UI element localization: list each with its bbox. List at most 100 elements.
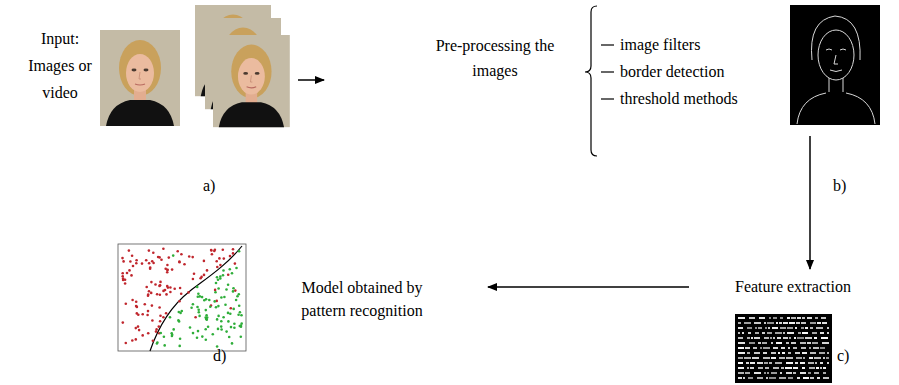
feature-cell (778, 352, 780, 354)
feature-cell (791, 317, 796, 319)
feature-cell (795, 362, 798, 364)
feature-cell (747, 327, 752, 329)
feature-cell (786, 342, 789, 344)
feature-cell (802, 332, 808, 334)
feature-cell (807, 342, 811, 344)
data-point (149, 266, 152, 269)
data-point (177, 319, 180, 322)
feature-cell (762, 342, 767, 344)
data-point (164, 289, 167, 292)
data-point (232, 290, 235, 293)
feature-cell (754, 372, 761, 374)
feature-cell (738, 327, 743, 329)
data-point (144, 303, 147, 306)
feature-cell (781, 367, 784, 369)
data-point (204, 328, 207, 331)
data-point (159, 281, 162, 284)
data-point (196, 336, 199, 339)
feature-cell (757, 377, 763, 379)
feature-cell (749, 342, 755, 344)
feature-cell (785, 367, 792, 369)
feature-cell (767, 372, 769, 374)
data-point (141, 313, 144, 316)
feature-cell (771, 372, 777, 374)
data-point (192, 332, 195, 335)
feature-cell (746, 362, 749, 364)
data-point (239, 311, 242, 314)
data-point (160, 332, 163, 335)
data-point (125, 342, 128, 345)
data-point (168, 256, 171, 259)
data-point (158, 306, 161, 309)
process-step: Model obtained by pattern recognition (282, 276, 482, 322)
data-point (180, 293, 183, 296)
feature-cell (815, 362, 817, 364)
feature-cell (783, 332, 785, 334)
data-point (159, 315, 162, 318)
feature-cell (747, 337, 750, 339)
data-point (234, 289, 237, 292)
data-point (240, 335, 243, 338)
feature-cell (738, 342, 745, 344)
feature-cell (822, 322, 827, 324)
data-point (201, 296, 204, 299)
data-point (228, 336, 231, 339)
data-point (131, 339, 134, 342)
data-point (122, 260, 125, 263)
data-point (154, 283, 157, 286)
data-point (131, 254, 134, 257)
feature-cell (821, 337, 828, 339)
feature-cell (763, 347, 770, 349)
feature-cell (786, 372, 792, 374)
data-point (196, 306, 199, 309)
feature-cell (745, 347, 750, 349)
feature-cell (754, 337, 760, 339)
feature-cell (764, 337, 769, 339)
feature-cell (796, 322, 800, 324)
data-point (121, 257, 124, 260)
feature-cell (819, 352, 825, 354)
data-point (220, 296, 223, 299)
feature-cell (800, 342, 806, 344)
data-point (121, 275, 124, 278)
feature-cell (820, 347, 825, 349)
feature-cell (738, 372, 744, 374)
feature-cell (769, 377, 776, 379)
feature-cell (817, 377, 820, 379)
feature-cell (777, 337, 781, 339)
data-point (210, 249, 213, 252)
data-point (156, 342, 159, 345)
data-point (240, 322, 243, 325)
data-point (217, 328, 220, 331)
process-step: Feature extraction (695, 275, 895, 298)
feature-cell (816, 327, 823, 329)
panel-letter: b) (833, 176, 846, 196)
data-point (223, 296, 226, 299)
feature-cell (797, 337, 804, 339)
data-point (190, 307, 193, 310)
feature-cell (820, 367, 822, 369)
feature-cell (796, 357, 802, 359)
data-point (196, 286, 199, 289)
data-point (164, 268, 167, 271)
feature-cell (787, 327, 793, 329)
feature-cell (770, 337, 772, 339)
data-point (227, 320, 230, 323)
feature-cell (747, 352, 750, 354)
data-point (136, 306, 139, 309)
data-point (166, 285, 169, 288)
data-point (193, 272, 196, 275)
data-point (203, 299, 206, 302)
data-point (173, 288, 176, 291)
feature-cell (803, 377, 809, 379)
data-point (159, 320, 162, 323)
feature-cell (783, 322, 788, 324)
data-point (131, 299, 134, 302)
feature-cell (810, 377, 814, 379)
data-point (150, 292, 153, 295)
feature-cell (764, 322, 766, 324)
data-point (229, 268, 232, 271)
feature-cell (809, 367, 815, 369)
data-point (137, 314, 140, 317)
data-point (169, 286, 172, 289)
